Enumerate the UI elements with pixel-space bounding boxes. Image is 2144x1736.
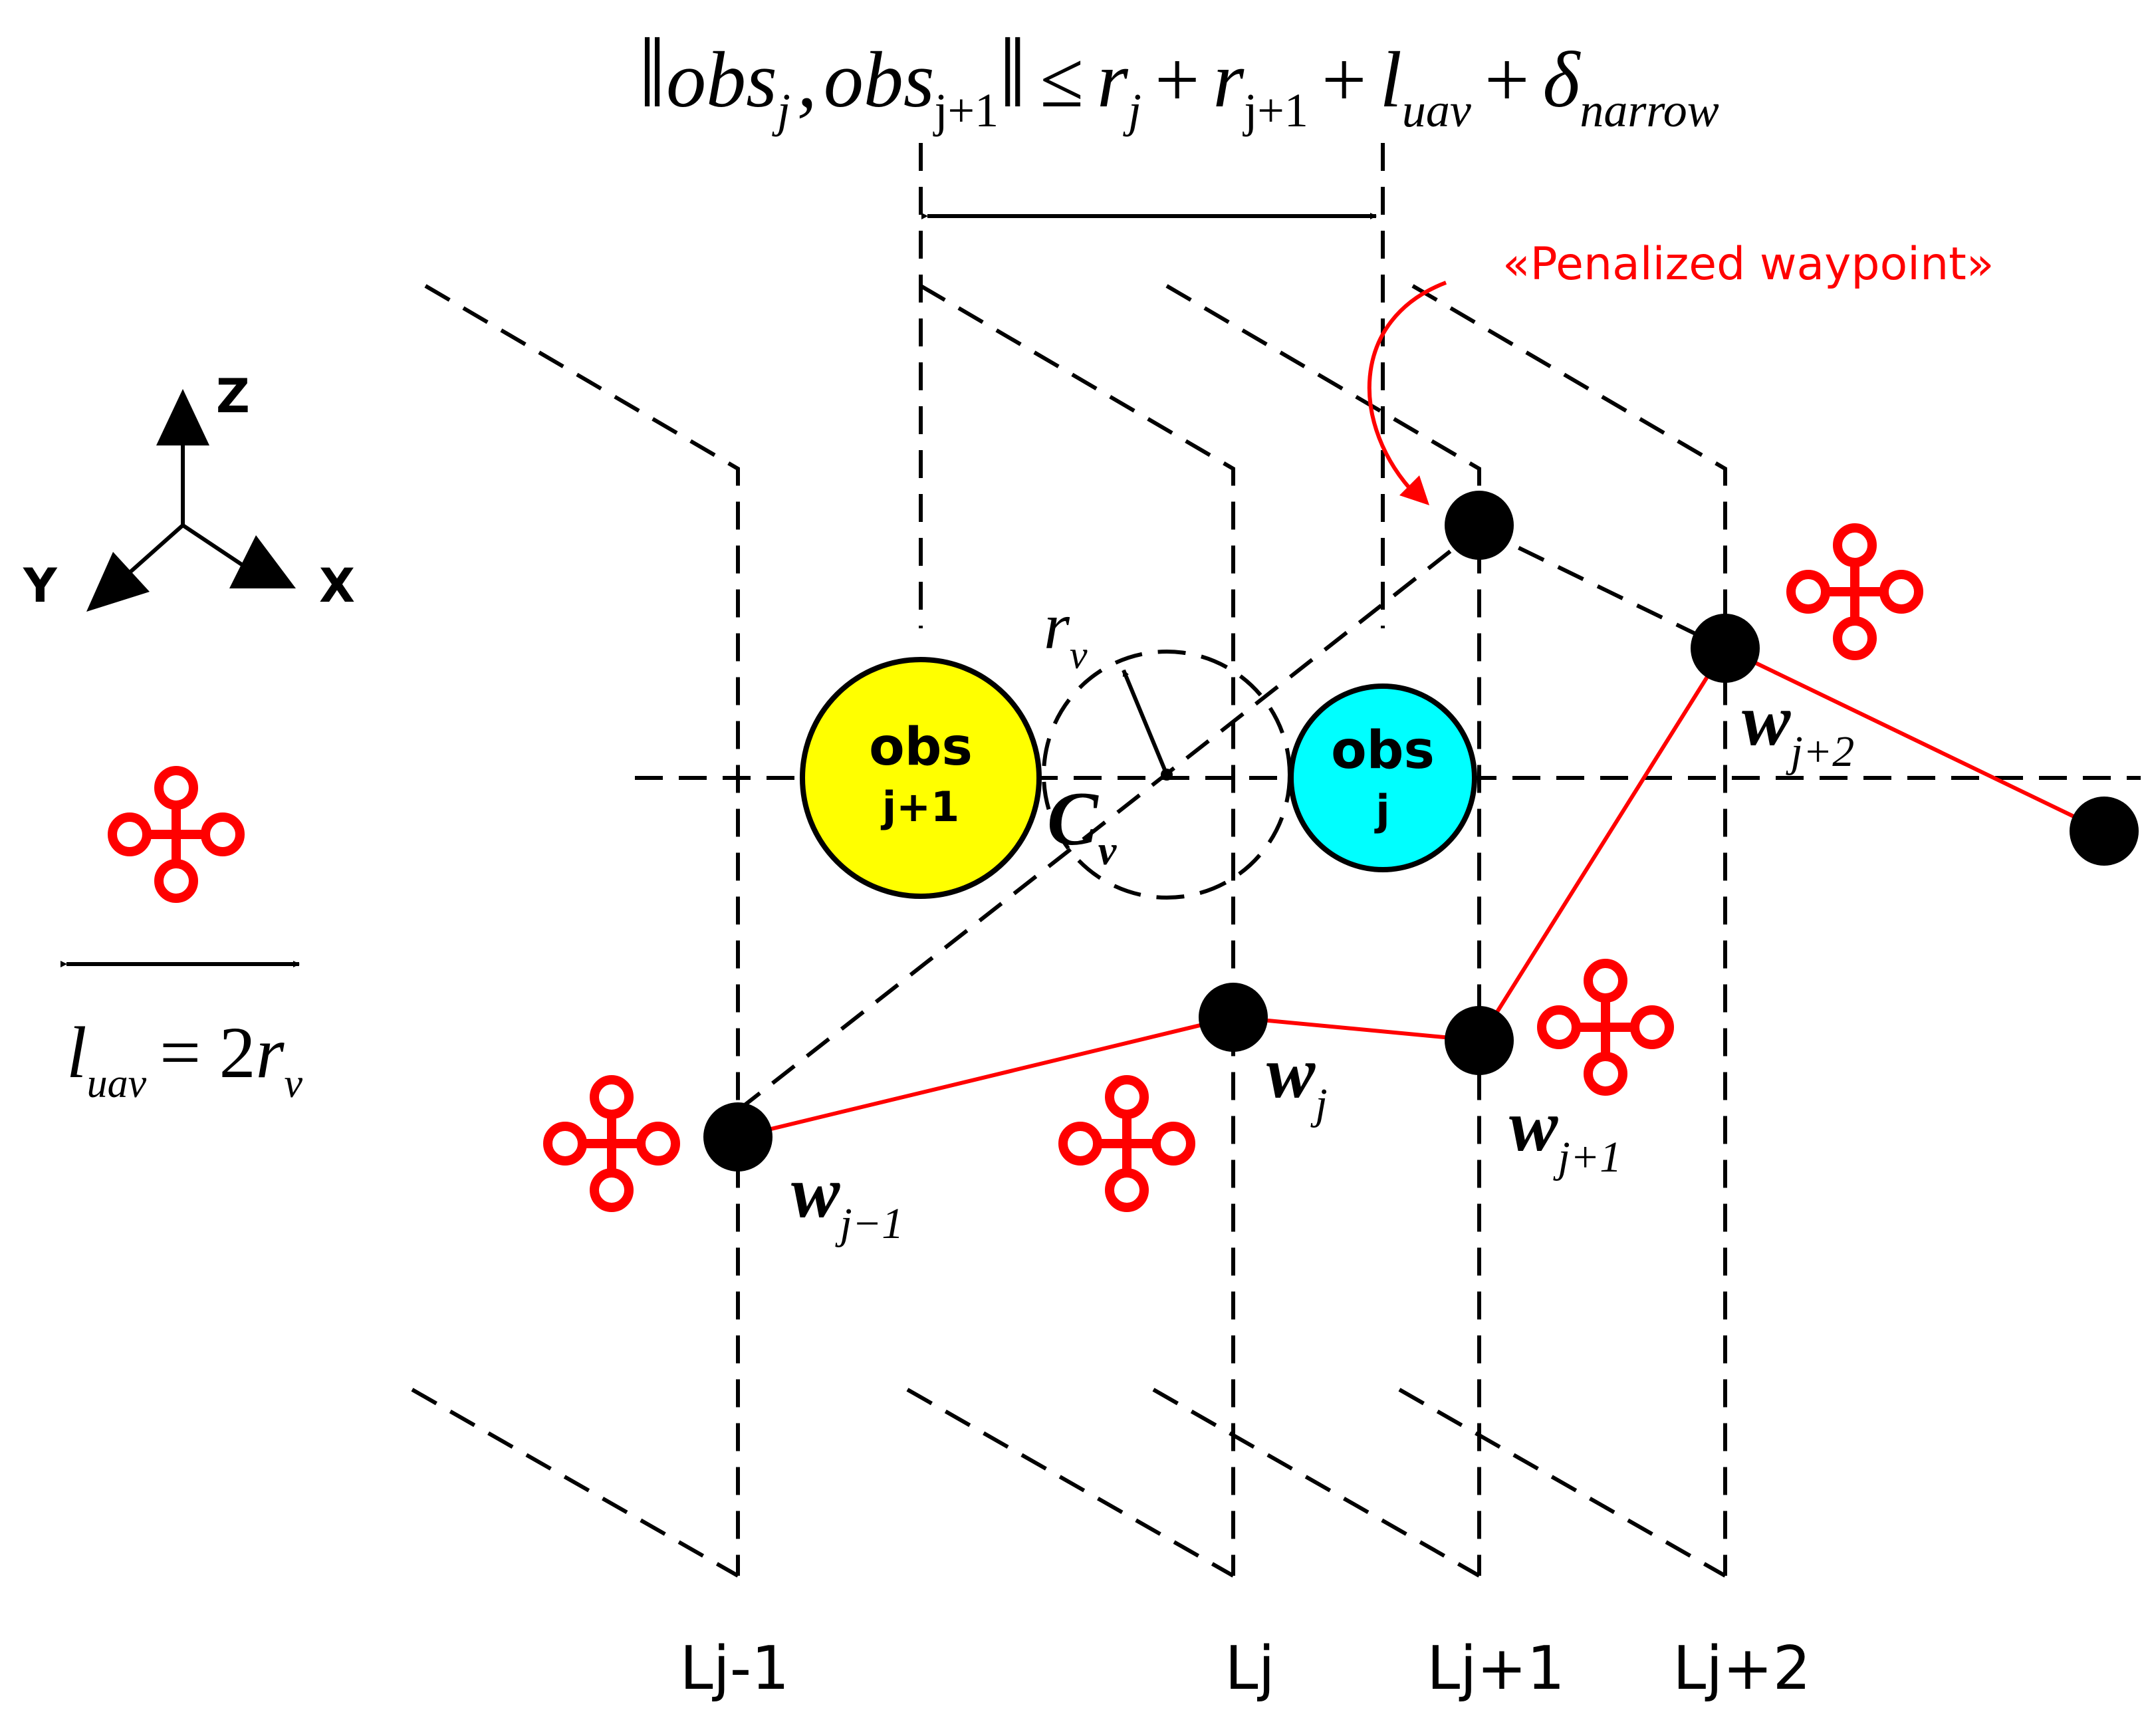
formula-plus-2: + [1322,35,1367,124]
layer-planes [411,284,2141,1578]
formula-l-uav-sub: uav [1402,84,1471,137]
formula-delta-sub: narrow [1580,84,1719,137]
plane-lj1 [1165,284,1481,1576]
corridor-label: Cv [1047,777,1118,874]
penalized-annotation: «Penalized waypoint» [1367,238,1994,505]
layer-label-lj1: Lj+1 [1427,1634,1565,1703]
label-w-j2: wj+2 [1742,680,1854,776]
penalized-arrow-head [1399,475,1429,505]
waypoint-next [2070,797,2139,866]
formula-obs-j: obs [666,35,777,124]
obstacle-j: obs j [1288,683,1477,872]
projection-line-2 [1478,527,1727,650]
radius-arrow [1122,669,1169,776]
waypoint-j [1199,983,1268,1052]
corridor-circle: rv Cv [1042,589,1292,900]
penalized-waypoint [1445,491,1514,560]
drone-icon [1063,1080,1191,1207]
drone-icon [1542,963,1669,1091]
waypoints [703,491,2139,1172]
axis-x-label: X [319,558,355,613]
waypoint-j-1 [703,1102,773,1172]
formula-plus-1: + [1155,35,1200,124]
formula-obs-j1: obs [824,35,935,124]
y-arrow [86,552,150,612]
formula-r-j1-sub: j+1 [1242,84,1308,137]
waypoint-j2 [1691,614,1760,683]
label-w-j-1: wj−1 [791,1152,903,1248]
formula-obs-j1-sub: j+1 [933,84,999,137]
waypoint-j1 [1445,1006,1514,1075]
formula-l-uav: l [1380,35,1402,124]
x-arrow [229,535,296,588]
axis-z-label: Z [216,369,250,424]
formula-text: ‖obsj,obsj+1‖≤rj+rj+1+luav+δnarrow [638,18,1719,137]
formula-leq: ≤ [1040,35,1084,124]
layer-label-lj2: Lj+2 [1673,1634,1811,1703]
formula-norm-right: ‖ [999,18,1026,128]
distance-formula: ‖obsj,obsj+1‖≤rj+rj+1+luav+δnarrow [638,18,1719,137]
drone-icon [548,1080,675,1207]
formula-norm-left: ‖ [638,18,666,128]
penalized-label: «Penalized waypoint» [1502,238,1994,291]
layer-label-lj-1: Lj-1 [680,1634,790,1703]
plane-lj2 [1411,284,1727,1576]
drones [112,528,1919,1207]
uav-width-formula: luav= 2rv [66,1012,302,1106]
axes-legend: Z Y X [23,369,355,613]
formula-delta: δ [1543,35,1582,124]
penalized-arrow [1367,281,1447,497]
obs-j1-label: obs [869,717,973,777]
layer-label-lj: Lj [1225,1634,1274,1703]
radius-label: rv [1044,589,1088,677]
uav-width-legend: luav= 2rv [60,961,302,1106]
formula-comma: , [797,35,817,124]
dimension-lines [919,143,1385,628]
label-w-j: wj [1266,1032,1328,1128]
label-w-j1: wj+1 [1509,1085,1621,1181]
obs-j-index: j [1373,786,1389,834]
plane-lj-1 [424,284,740,1576]
z-arrow [156,389,209,445]
projection-line-1 [737,527,1481,1112]
obs-j-label: obs [1331,721,1435,781]
plane-lj [919,284,1235,1576]
formula-r-j1: r [1213,35,1245,124]
obstacle-j1: obs j+1 [800,657,1042,899]
drone-icon [112,771,240,898]
obs-j1-index: j+1 [880,783,959,831]
formula-plus-3: + [1485,35,1530,124]
formula-r-j: r [1097,35,1129,124]
drone-icon [1791,528,1919,656]
axis-y-label: Y [23,558,58,613]
layer-labels: Lj-1 Lj Lj+1 Lj+2 [680,1634,1811,1703]
